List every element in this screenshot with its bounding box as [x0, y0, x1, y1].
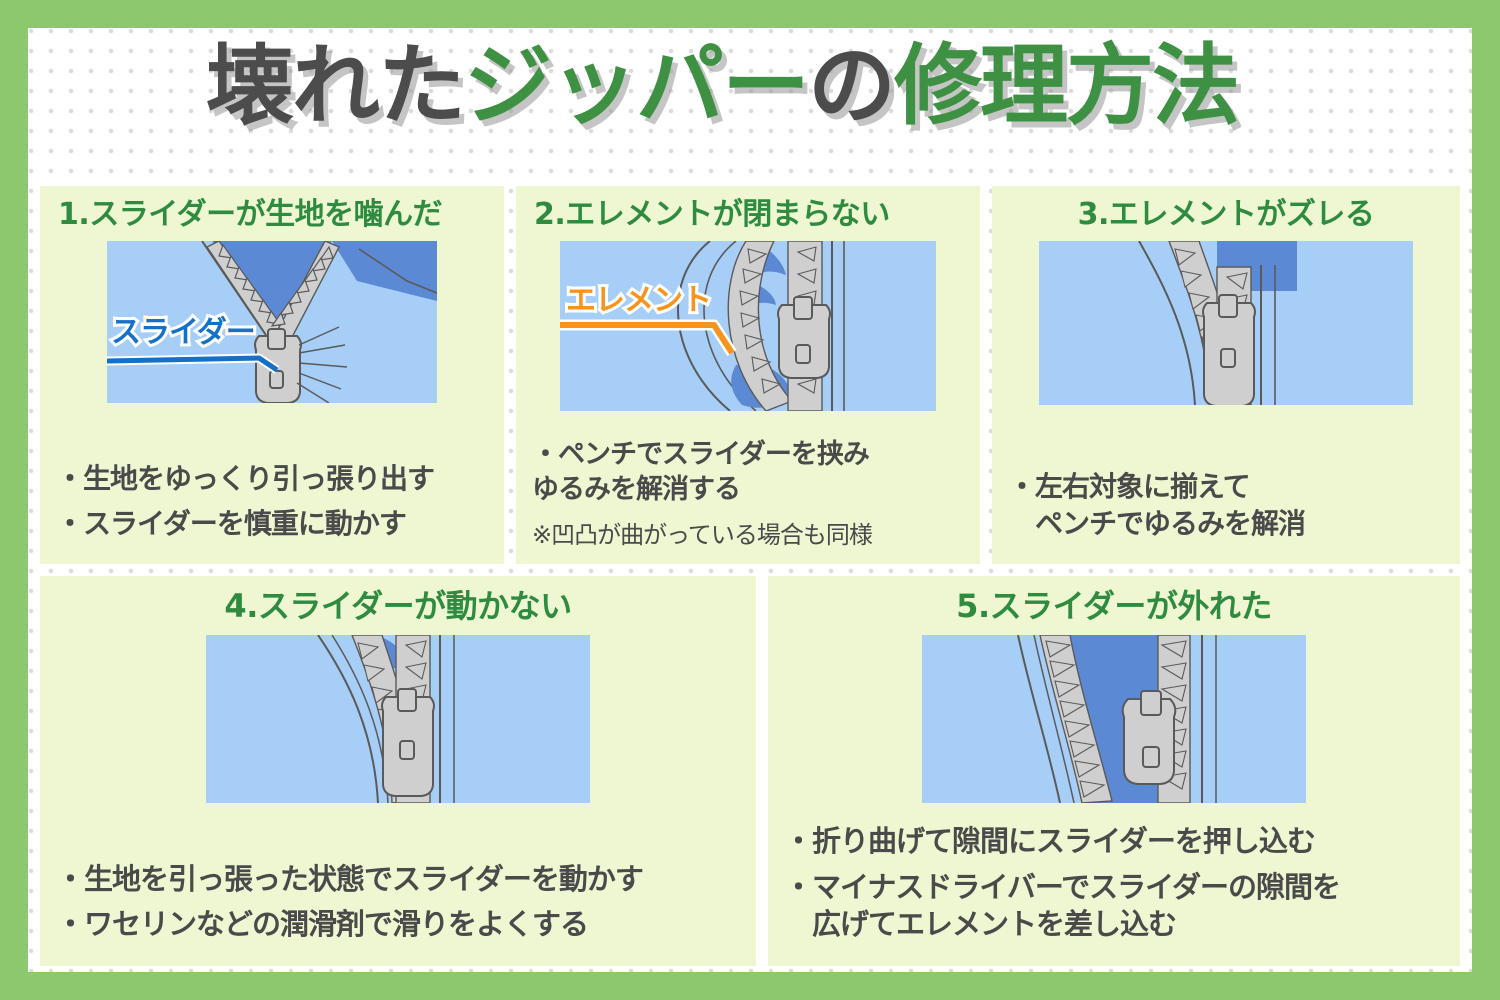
step-card-4-bullets: ・生地を引っ張った状態でスライダーを動かす ・ワセリンなどの潤滑剤で滑りをよくす… — [54, 857, 742, 954]
step-card-4-heading: 4.スライダーが動かない — [224, 587, 572, 625]
step-card-2-note: ※凹凸が曲がっている場合も同様 — [532, 521, 873, 549]
bullet-item: ・ワセリンなどの潤滑剤で滑りをよくする — [56, 907, 589, 942]
steps-row-top: 1.スライダーが生地を噛んだ — [40, 186, 1460, 564]
step-card-1-illustration: スライダー — [107, 240, 437, 403]
step-card-5-illustration — [922, 634, 1306, 803]
step-card-1-heading: 1.スライダーが生地を噛んだ — [58, 197, 443, 232]
bullet-item: ・ペンチでスライダーを挟み ゆるみを解消する — [532, 438, 870, 505]
title-segment-1: 壊れた — [205, 34, 466, 137]
step-card-1[interactable]: 1.スライダーが生地を噛んだ — [40, 186, 504, 564]
bullet-item: ・左右対象に揃えて ペンチでゆるみを解消 — [1008, 470, 1306, 540]
bullet-item: ・スライダーを慎重に動かす — [56, 506, 407, 540]
steps-row-bottom: 4.スライダーが動かない — [40, 576, 1460, 966]
step-card-1-callout-label: スライダー — [108, 312, 259, 353]
step-card-5[interactable]: 5.スライダーが外れた — [768, 576, 1460, 966]
step-card-2-heading: 2.エレメントが閉まらない — [534, 197, 890, 232]
title-segment-3: の — [808, 34, 896, 137]
bullet-item: ・折り曲げて隙間にスライダーを押し込む — [784, 823, 1316, 858]
step-card-4[interactable]: 4.スライダーが動かない — [40, 576, 756, 966]
steps-grid: 1.スライダーが生地を噛んだ — [40, 186, 1460, 966]
step-card-4-illustration — [206, 634, 590, 803]
step-card-1-bullets: ・生地をゆっくり引っ張り出す ・スライダーを慎重に動かす — [54, 457, 490, 552]
title-segment-4: 修理方法 — [894, 34, 1240, 137]
step-card-3-illustration — [1039, 240, 1413, 405]
page-title: 壊れたジッパーの修理方法 — [0, 39, 1444, 132]
step-card-2-callout-label: エレメント — [563, 280, 715, 321]
step-card-5-bullets: ・折り曲げて隙間にスライダーを押し込む ・マイナスドライバーでスライダーの隙間を… — [782, 819, 1446, 954]
step-card-3-heading: 3.エレメントがズレる — [1077, 197, 1375, 232]
bullet-item: ・生地をゆっくり引っ張り出す — [56, 462, 435, 496]
step-card-2[interactable]: 2.エレメントが閉まらない — [516, 186, 980, 564]
bullet-item: ・マイナスドライバーでスライダーの隙間を 広げてエレメントを差し込む — [784, 869, 1341, 942]
step-card-2-illustration: エレメント — [560, 240, 936, 411]
step-card-3[interactable]: 3.エレメントがズレる — [992, 186, 1460, 564]
title-segment-2: ジッパー — [463, 34, 810, 137]
step-card-5-heading: 5.スライダーが外れた — [956, 587, 1272, 625]
bullet-item: ・生地を引っ張った状態でスライダーを動かす — [56, 861, 644, 896]
step-card-2-bullets: ・ペンチでスライダーを挟み ゆるみを解消する ※凹凸が曲がっている場合も同様 — [530, 433, 966, 552]
step-card-3-bullets: ・左右対象に揃えて ペンチでゆるみを解消 — [1006, 465, 1446, 552]
